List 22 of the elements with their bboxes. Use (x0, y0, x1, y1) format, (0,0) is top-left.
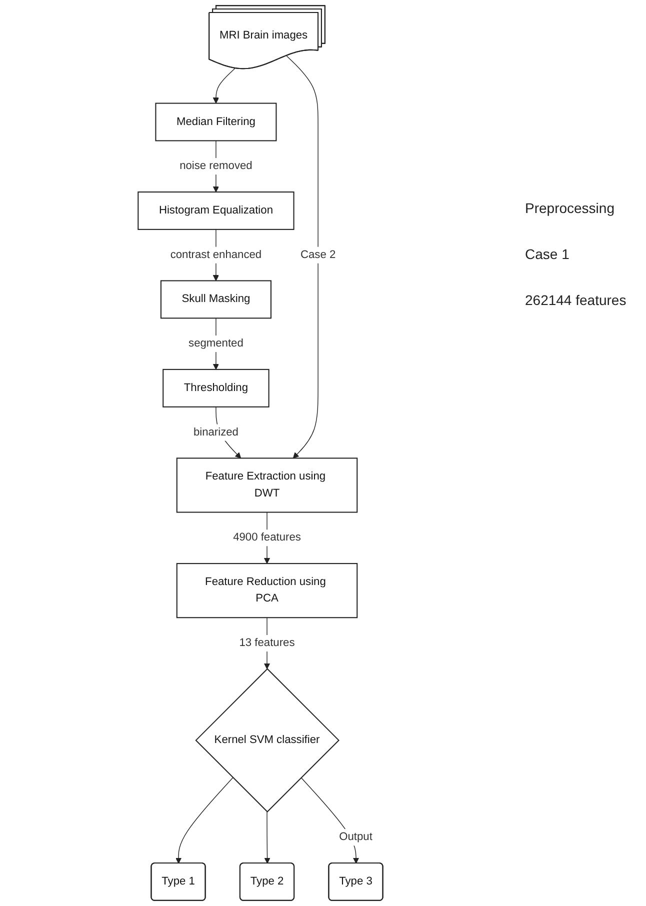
arrow (212, 68, 235, 104)
arrow (286, 55, 318, 458)
edge-label: binarized (192, 426, 238, 438)
edge-label: 13 features (238, 637, 294, 649)
arrow (175, 777, 233, 864)
note-text: 262144 features (525, 292, 628, 308)
arrow (264, 811, 270, 864)
node-box: Histogram Equalization (137, 191, 294, 230)
edge-label: segmented (188, 338, 243, 350)
edge-label: contrast enhanced (170, 248, 262, 261)
edge-label: noise removed (179, 160, 252, 172)
edge-label: Case 2 (300, 248, 336, 261)
edge-label: 4900 features (232, 532, 300, 544)
node-box: Median Filtering (154, 102, 276, 142)
node-box: Thresholding (162, 368, 269, 408)
note-text: Case 1 (525, 246, 570, 262)
edge-label: Output (338, 831, 372, 843)
node-box: Feature Reduction using PCA (176, 563, 358, 618)
node-box: Skull Masking (160, 280, 272, 319)
node-diamond: Kernel SVM classifier (194, 668, 340, 812)
node-box: Feature Extraction using DWT (176, 458, 358, 513)
note-text: Preprocessing (525, 200, 616, 216)
